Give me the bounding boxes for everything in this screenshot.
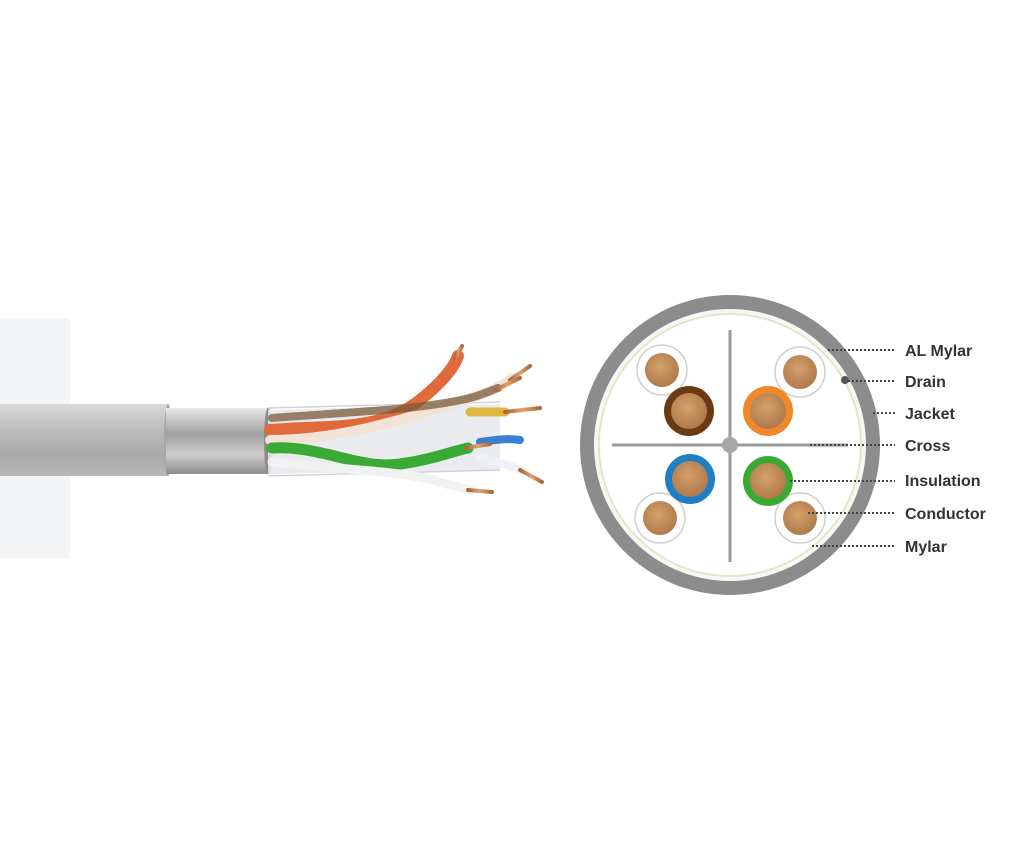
orange-conductor: [743, 386, 793, 436]
brown-conductor: [664, 386, 714, 436]
label-al-mylar: AL Mylar: [905, 343, 972, 360]
conductor-group: [634, 492, 686, 544]
labels: AL Mylar Drain Jacket Cross Insulation C…: [905, 343, 986, 556]
label-mylar: Mylar: [905, 539, 947, 556]
label-drain: Drain: [905, 374, 946, 391]
blue-wire: [476, 435, 524, 446]
green-white-wire: [267, 457, 475, 495]
green-conductor: [743, 456, 793, 506]
foil-shield: [166, 408, 270, 474]
copper-tip: [508, 364, 532, 382]
cable-cross-section: [580, 295, 880, 595]
copper-tip: [518, 468, 544, 484]
cross-center: [722, 437, 738, 453]
copper-tip: [493, 376, 522, 392]
blue-conductor: [665, 454, 715, 504]
conductor-group: [774, 346, 826, 398]
label-cross: Cross: [905, 438, 950, 455]
cable-side-view: [0, 318, 544, 558]
green-wire: [266, 442, 474, 471]
leader-lines: [790, 349, 895, 547]
copper-tip: [453, 344, 464, 360]
copper-tip: [464, 442, 492, 450]
drain-dot: [841, 376, 849, 384]
copper-tip: [503, 406, 542, 414]
outer-jacket: [0, 404, 168, 476]
label-conductor: Conductor: [905, 506, 986, 523]
brown-wire: [268, 384, 502, 422]
copper-tip: [466, 488, 494, 494]
conductor-group: [636, 344, 688, 396]
label-insulation: Insulation: [905, 473, 981, 490]
conductor-group: [774, 492, 826, 544]
label-jacket: Jacket: [905, 406, 955, 423]
